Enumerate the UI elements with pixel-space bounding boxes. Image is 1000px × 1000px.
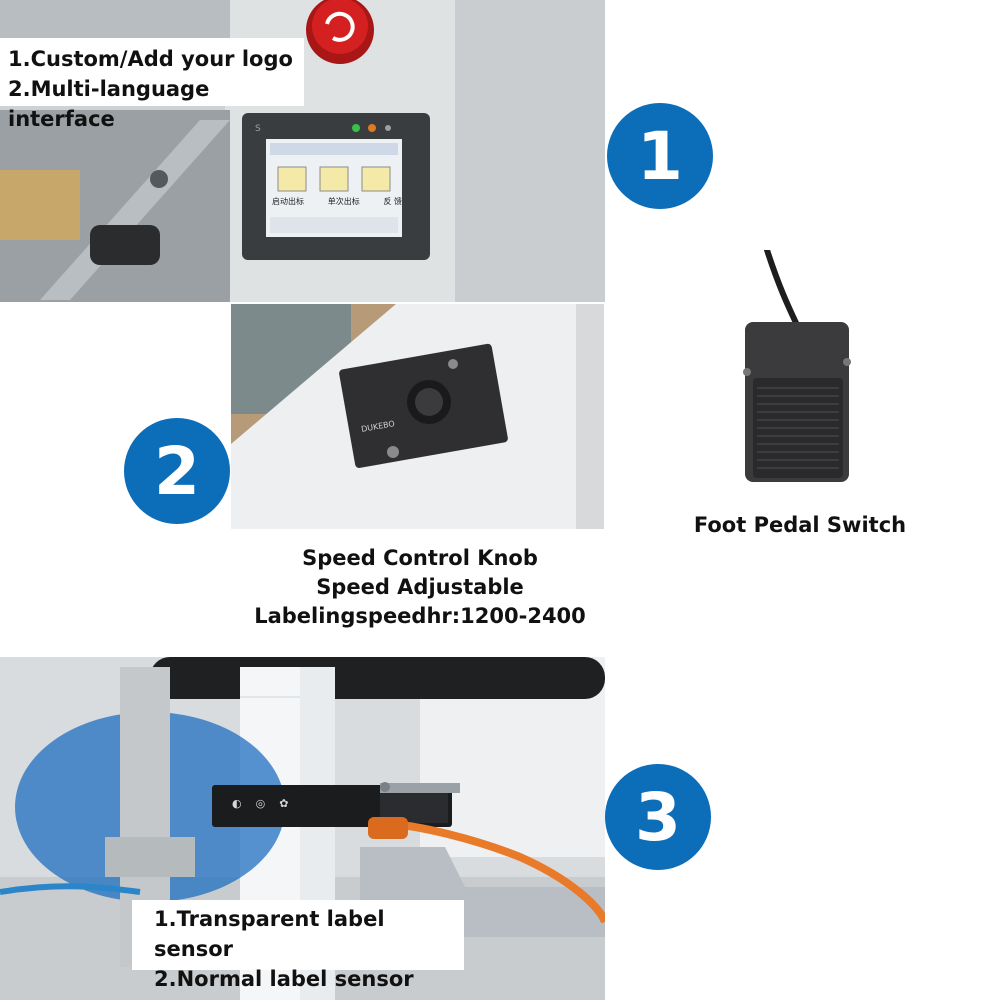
sensor-dial-icon: ◎ — [255, 797, 280, 810]
label-sensor-scene — [0, 657, 605, 1000]
sensor-mode-icon: ✿ — [279, 797, 303, 810]
panel-logo: S — [255, 124, 261, 134]
panel-button-feedback: 反 馈 — [383, 197, 402, 206]
panel-button-single: 单次出标 — [327, 197, 360, 206]
speed-knob-photo: DUKEBO — [231, 304, 604, 529]
sensor-caption-line-2: 2.Normal label sensor — [154, 967, 414, 991]
speed-caption-line-2: Speed Adjustable — [316, 575, 524, 599]
speed-caption-line-3: Labelingspeedhr:1200-2400 — [254, 604, 586, 628]
panel-button-start: 启动出标 — [272, 197, 304, 206]
sensor-switch-icon: ◐ — [232, 797, 256, 810]
sensor-caption: 1.Transparent label sensor 2.Normal labe… — [132, 900, 464, 991]
touchscreen-photo: S 启动出标 单次出标 反 馈 — [0, 0, 605, 302]
badge-1: 1 — [607, 103, 713, 209]
caption-line-2: 2.Multi-language interface — [8, 77, 210, 131]
sensor-caption-line-1: 1.Transparent label sensor — [154, 907, 385, 961]
touchscreen-scene: S — [0, 0, 605, 302]
speed-caption-line-1: Speed Control Knob — [302, 546, 538, 570]
logo-caption: 1.Custom/Add your logo 2.Multi-language … — [0, 38, 304, 131]
panel-button-labels: 启动出标 单次出标 反 馈 — [272, 196, 402, 207]
sensor-icons: ◐◎✿ — [232, 797, 302, 810]
badge-2: 2 — [124, 418, 230, 524]
speed-caption: Speed Control Knob Speed Adjustable Labe… — [240, 544, 600, 640]
speed-knob-scene — [231, 304, 604, 529]
foot-pedal-caption: Foot Pedal Switch — [660, 510, 940, 542]
badge-3: 3 — [605, 764, 711, 870]
foot-pedal-image — [743, 250, 851, 482]
caption-line-1: 1.Custom/Add your logo — [8, 47, 293, 71]
